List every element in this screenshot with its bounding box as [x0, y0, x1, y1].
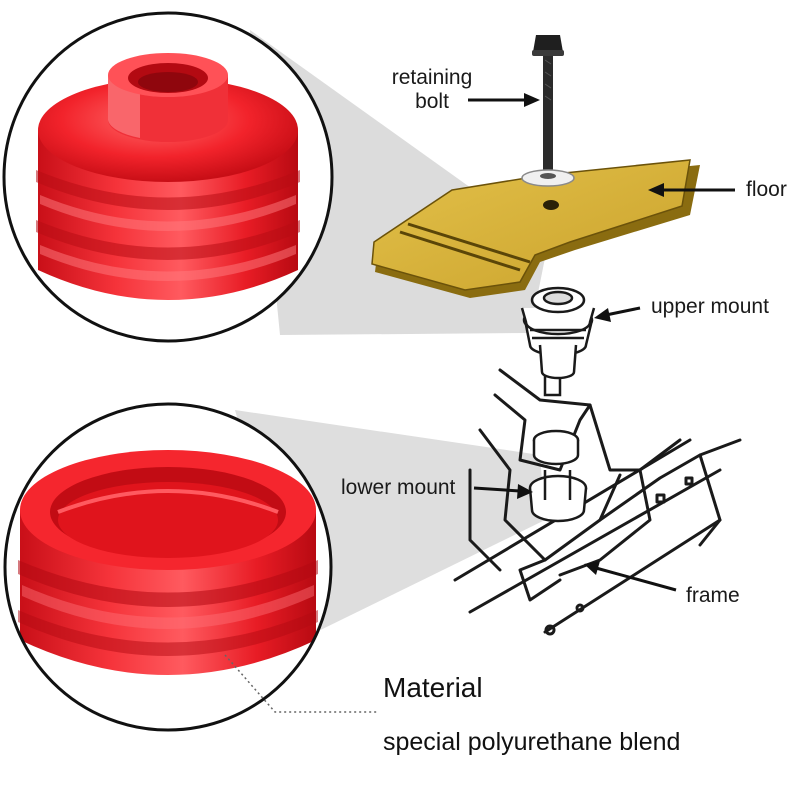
- upper-mount-drawing: [520, 286, 596, 397]
- retaining-bolt-label: retaining bolt: [391, 66, 473, 113]
- upper-callout-circle: [2, 11, 334, 343]
- lower-mount-label: lower mount: [341, 476, 456, 499]
- lower-mount-drawing: [528, 429, 588, 523]
- material-title: Material: [383, 672, 483, 703]
- upper-mount-label: upper mount: [651, 295, 769, 318]
- material-leader-line: [224, 654, 378, 713]
- frame-label: frame: [686, 584, 740, 607]
- upper-bushing-photo: [4, 13, 332, 341]
- material-description: special polyurethane blend: [383, 728, 681, 756]
- floor-label: floor: [746, 178, 787, 201]
- retaining-bolt: [521, 35, 575, 187]
- lower-bushing-photo: [5, 404, 331, 730]
- leader-arrows: [468, 93, 735, 592]
- frame-drawing: [453, 368, 742, 636]
- floor-plate: [371, 159, 700, 298]
- lower-callout-circle: [3, 402, 333, 732]
